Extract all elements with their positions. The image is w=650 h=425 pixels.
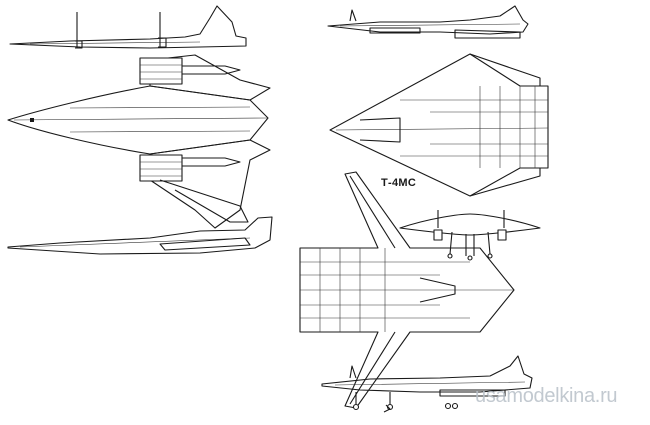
- side-view-top-left: [9, 5, 247, 49]
- aircraft-model-label: Т-4МС: [381, 177, 417, 189]
- side-view-bottom-left: [7, 216, 273, 255]
- top-view-left: [7, 54, 271, 229]
- front-view: [399, 210, 541, 261]
- side-view-bottom-right: [321, 355, 533, 413]
- bottom-view: [299, 171, 515, 409]
- side-view-top-right: [327, 5, 529, 39]
- top-view-right: [329, 53, 549, 197]
- site-watermark: usamodelkina.ru: [475, 385, 618, 407]
